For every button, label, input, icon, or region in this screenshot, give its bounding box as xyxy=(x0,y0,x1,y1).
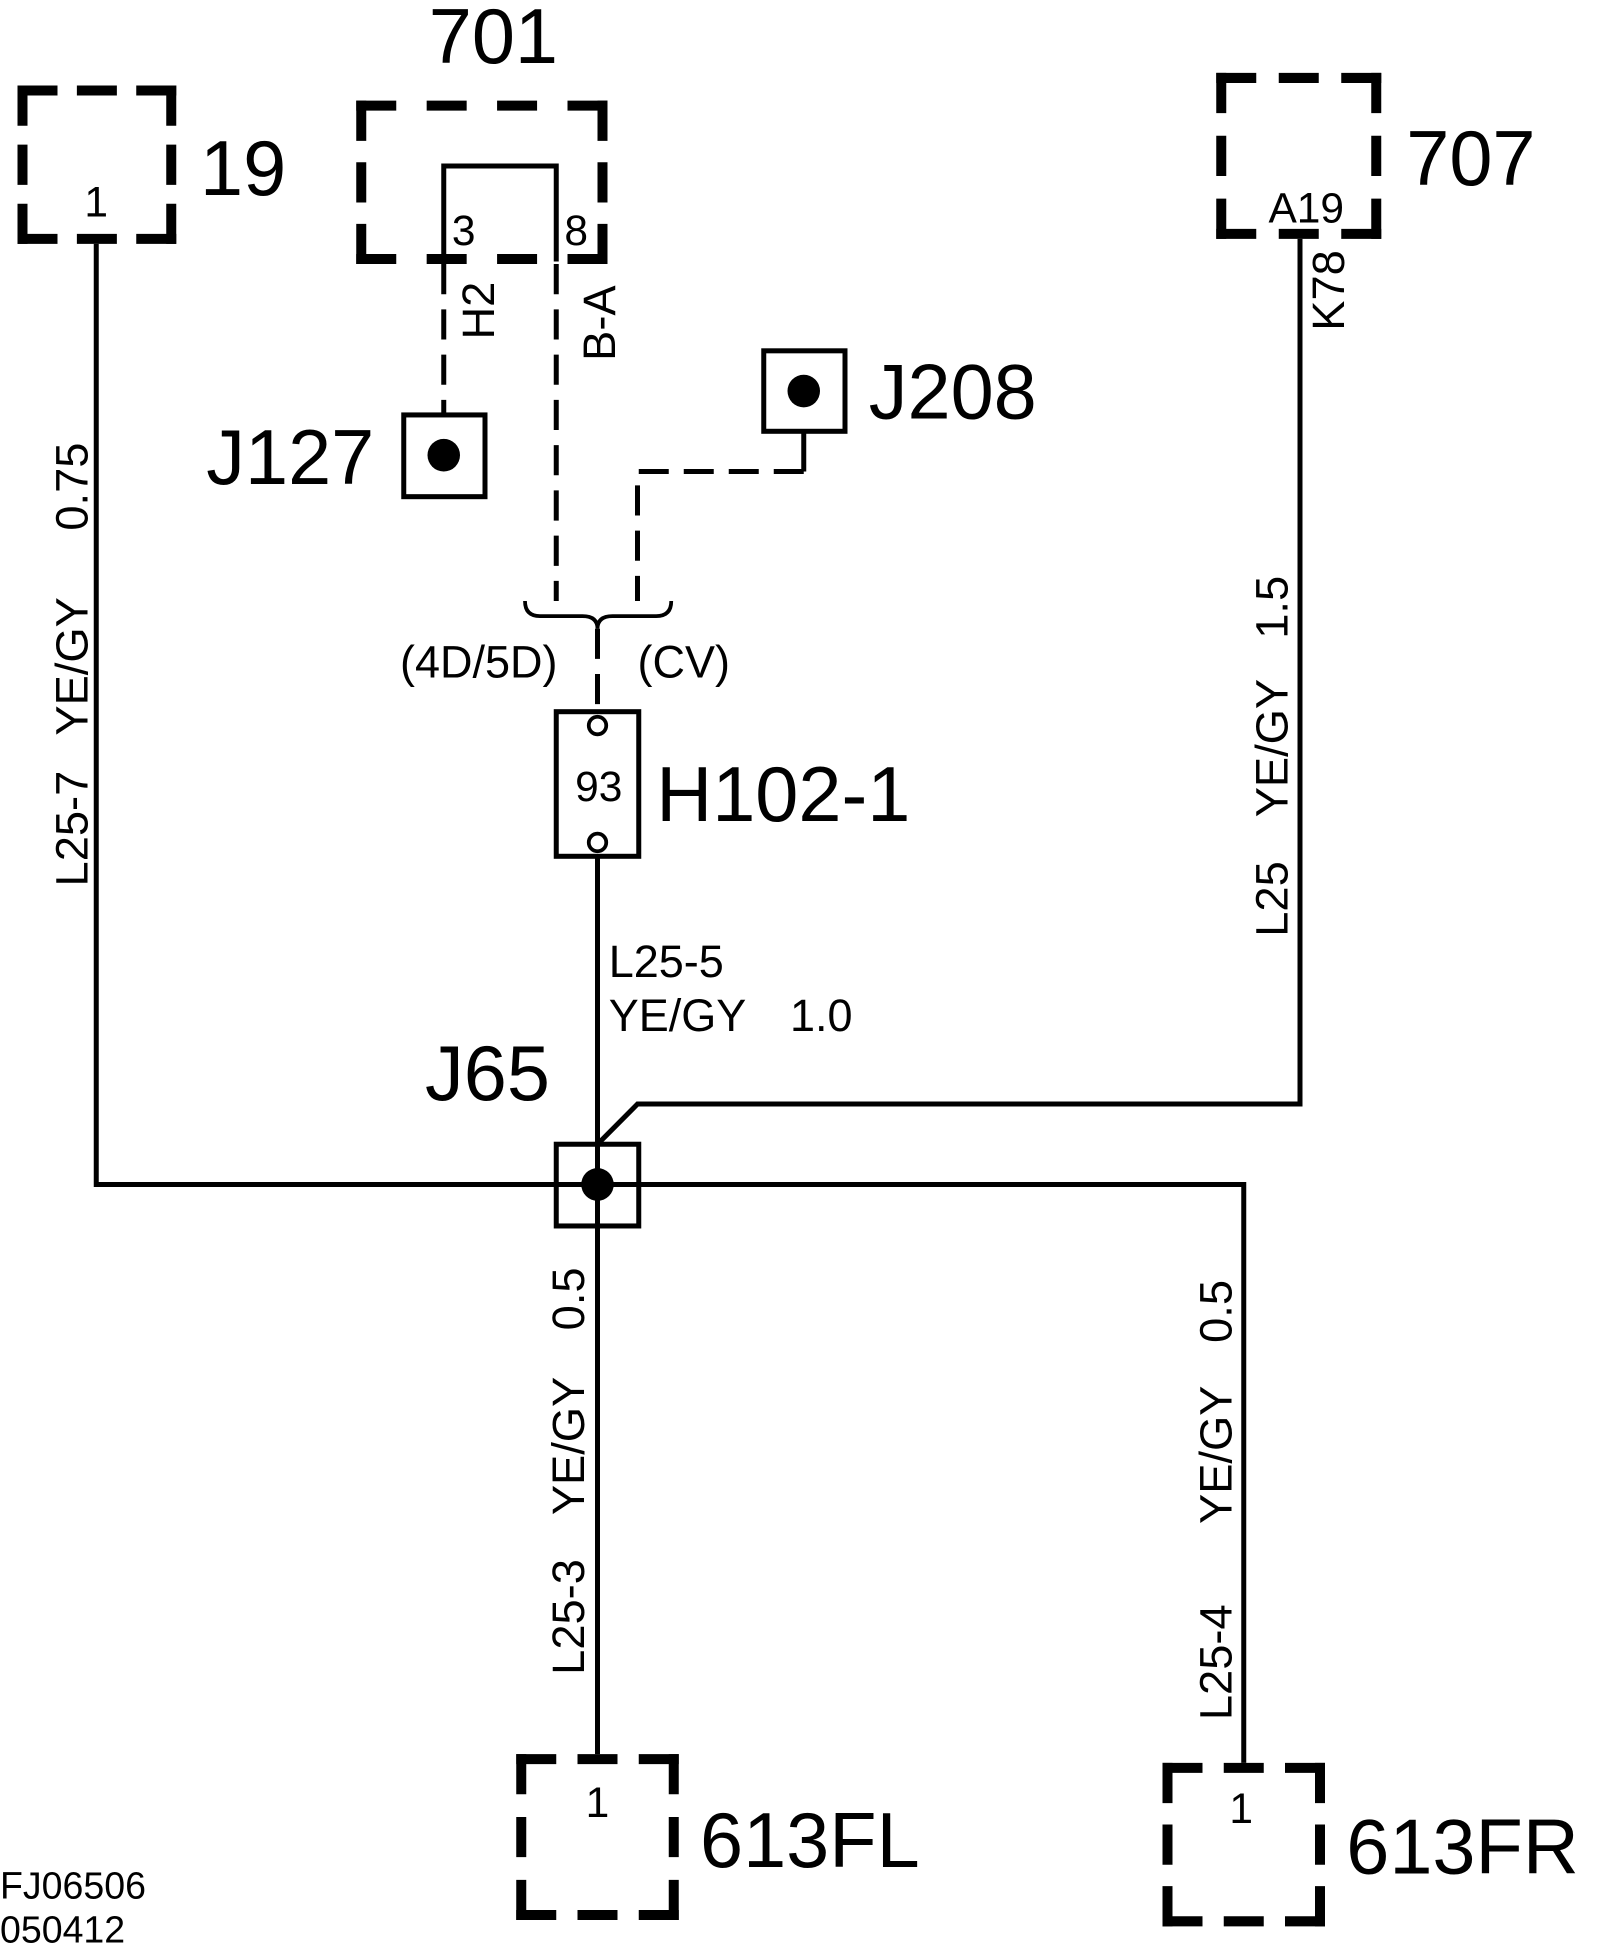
wire-613fl-color: YE/GY xyxy=(543,1377,594,1515)
connector-613fl: 1 613FL xyxy=(516,1754,920,1921)
wire-707-size: 1.5 xyxy=(1247,576,1298,639)
variant-label-left: (4D/5D) xyxy=(400,637,558,688)
connector-701-pin-3: 3 xyxy=(452,207,476,255)
splice-j127-box xyxy=(401,412,488,500)
inline-connector-top-terminal xyxy=(586,714,609,737)
wire-j208-to-variant xyxy=(635,469,804,602)
connector-701: 3 8 701 xyxy=(356,0,608,265)
connector-707: A19 707 xyxy=(1216,72,1536,239)
wire-j65-to-707 xyxy=(595,238,1303,1147)
wire-h102-size: 1.0 xyxy=(790,990,853,1041)
splice-j127: J127 xyxy=(206,412,488,501)
wire-h102-color: YE/GY xyxy=(609,990,747,1041)
wire-code-h2: H2 xyxy=(453,282,504,340)
wire-19-circuit: L25-7 xyxy=(47,771,98,887)
connector-19-label: 19 xyxy=(200,126,286,212)
dashed-wires xyxy=(441,264,804,717)
connector-707-label: 707 xyxy=(1406,116,1535,202)
wire-h102-circuit: L25-5 xyxy=(609,936,724,987)
wire-label-to-613fl: L25-3 YE/GY 0.5 xyxy=(543,1267,594,1674)
inline-connector-label: H102-1 xyxy=(656,752,910,838)
connector-613fr-label: 613FR xyxy=(1346,1804,1579,1890)
wire-701-internal-loop xyxy=(441,163,559,262)
wire-19-size: 0.75 xyxy=(47,443,98,531)
footer-secondary-code: 050412 xyxy=(0,1909,125,1951)
splice-j127-dot xyxy=(427,438,460,472)
splice-j65-box xyxy=(553,1141,642,1229)
footer-figure-code: FJ06506 xyxy=(0,1865,146,1907)
connector-613fl-label: 613FL xyxy=(700,1798,920,1884)
connector-701-label: 701 xyxy=(429,0,558,80)
wire-19-to-j65 xyxy=(93,243,598,1187)
inline-connector-bottom-terminal xyxy=(586,831,609,854)
wire-19-color: YE/GY xyxy=(47,597,98,735)
splice-j65: J65 xyxy=(425,1031,642,1229)
wire-code-b-a: B-A xyxy=(574,285,625,361)
wire-label-from-19: L25-7 YE/GY 0.75 xyxy=(47,443,98,887)
wire-613fl-size: 0.5 xyxy=(543,1267,594,1330)
connector-613fr: 1 613FR xyxy=(1162,1762,1579,1927)
wire-label-from-707: L25 YE/GY 1.5 xyxy=(1247,576,1298,937)
variant-label-right: (CV) xyxy=(638,637,730,688)
splice-j208-dot xyxy=(787,374,820,408)
variant-bracket xyxy=(523,600,674,629)
wire-613fr-color: YE/GY xyxy=(1190,1386,1241,1524)
connector-613fl-pin: 1 xyxy=(586,1779,610,1827)
splice-j208-label: J208 xyxy=(869,350,1037,436)
wire-j65-to-613fr xyxy=(597,1181,1247,1763)
wire-label-to-613fr: L25-4 YE/GY 0.5 xyxy=(1190,1280,1241,1720)
solid-wires xyxy=(93,163,1303,1763)
splice-j208: J208 xyxy=(761,348,1037,436)
inline-connector-pin: 93 xyxy=(575,763,622,811)
connector-707-pin: A19 xyxy=(1268,184,1344,232)
wire-707-color: YE/GY xyxy=(1247,679,1298,817)
connector-701-pin-8: 8 xyxy=(564,207,588,255)
inline-connector-h102-1: 93 H102-1 xyxy=(553,709,910,859)
splice-j65-label: J65 xyxy=(425,1031,550,1117)
wire-707-circuit: L25 xyxy=(1247,861,1298,937)
connector-19: 1 19 xyxy=(17,85,286,244)
wire-code-k78: K78 xyxy=(1303,250,1354,331)
connector-19-pin: 1 xyxy=(84,178,108,226)
wire-613fl-circuit: L25-3 xyxy=(543,1559,594,1675)
splice-j65-dot xyxy=(581,1168,614,1201)
splice-j127-label: J127 xyxy=(206,415,374,501)
wire-613fr-size: 0.5 xyxy=(1190,1280,1241,1343)
wire-613fr-circuit: L25-4 xyxy=(1190,1604,1241,1720)
connector-613fr-pin: 1 xyxy=(1229,1785,1253,1833)
